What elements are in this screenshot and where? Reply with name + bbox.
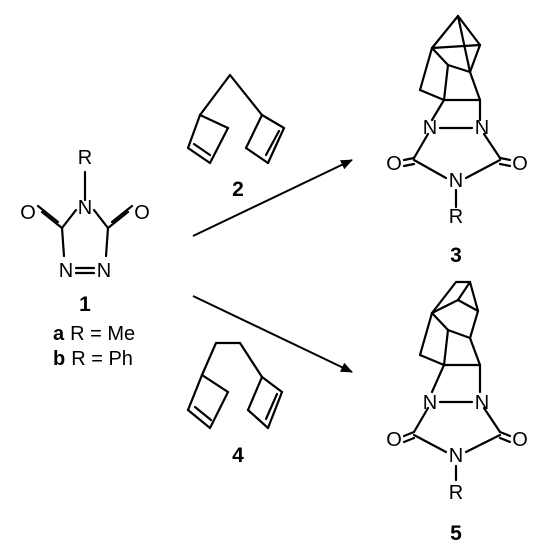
nitrogen-label: N: [423, 117, 437, 139]
oxygen-label: O: [134, 202, 150, 224]
compound-5-number: 5: [450, 522, 462, 545]
variant-a-text: R = Me: [70, 323, 135, 345]
oxygen-label: O: [512, 153, 528, 175]
oxygen-label: O: [20, 202, 36, 224]
nitrogen-label: N: [97, 260, 111, 282]
nitrogen-label: N: [78, 197, 92, 219]
nitrogen-label: N: [59, 260, 73, 282]
nitrogen-label: N: [475, 117, 489, 139]
compound-1-number: 1: [79, 293, 91, 316]
oxygen-label: O: [512, 429, 528, 451]
compound-2-number: 2: [232, 178, 244, 201]
r-group-label: R: [449, 206, 463, 228]
reaction-arrow-upper: [192, 159, 353, 237]
variant-a-letter: a: [53, 323, 65, 345]
r-group-label: R: [78, 147, 92, 169]
variant-b-text: R = Ph: [71, 348, 133, 370]
nitrogen-label: N: [449, 445, 463, 467]
compound-2-structure: [186, 73, 286, 165]
compound-5-structure: N N O O N R: [386, 280, 528, 504]
oxygen-label: O: [386, 429, 402, 451]
variant-b-label: b R = Ph: [53, 348, 133, 370]
nitrogen-label: N: [423, 392, 437, 414]
nitrogen-label: N: [475, 392, 489, 414]
reaction-arrow-lower: [192, 295, 353, 373]
r-group-label: R: [449, 482, 463, 504]
compound-4-structure: [186, 341, 284, 430]
compound-3-number: 3: [450, 244, 462, 267]
nitrogen-label: N: [449, 170, 463, 192]
compound-4-number: 4: [232, 444, 244, 467]
compound-1-structure: R N O O N N: [20, 147, 150, 282]
variant-b-letter: b: [53, 348, 65, 370]
compound-3-structure: N N O O N R: [386, 14, 528, 228]
oxygen-label: O: [386, 153, 402, 175]
